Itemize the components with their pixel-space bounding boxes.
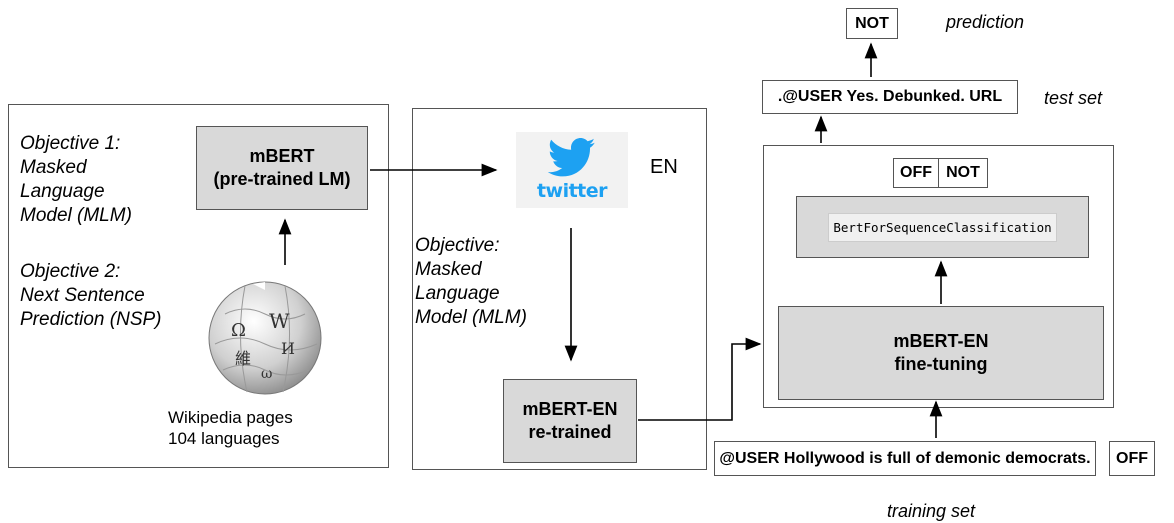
wiki-glyph-small-omega: ω [261, 366, 272, 382]
classifier-name: BertForSequenceClassification [828, 212, 1057, 242]
twitter-bird-icon [547, 138, 596, 177]
mbert-box: mBERT (pre-trained LM) [196, 126, 368, 210]
wikipedia-globe-icon: Ω W И 維 ω [208, 281, 322, 395]
wiki-glyph-cjk: 維 [235, 349, 251, 368]
retrain-objective-text: Objective: Masked Language Model (MLM) [415, 235, 527, 328]
wiki-glyph-w: W [269, 309, 290, 333]
training-label: OFF [1109, 441, 1155, 476]
objective-1-text: Objective 1: Masked Language Model (MLM) [20, 133, 132, 226]
wiki-glyph-omega: Ω [231, 320, 246, 341]
training-example: @USER Hollywood is full of demonic democ… [714, 441, 1096, 476]
wiki-glyph-i: И [281, 339, 295, 358]
prediction-caption: prediction [946, 12, 1025, 32]
test-set-caption: test set [1044, 88, 1103, 108]
prediction-label: NOT [846, 8, 898, 39]
label-off: OFF [893, 158, 939, 188]
label-not: NOT [938, 158, 988, 188]
objective-2-text: Objective 2: Next Sentence Prediction (N… [20, 261, 162, 330]
arrow-retrained-to-finetune [638, 337, 762, 421]
mbert-en-finetuning-box: mBERT-EN fine-tuning [778, 306, 1104, 400]
wikipedia-caption: Wikipedia pages 104 languages [168, 408, 293, 448]
mbert-en-retrained-box: mBERT-EN re-trained [503, 379, 637, 463]
twitter-logo: twitter [516, 132, 628, 208]
twitter-wordmark: twitter [536, 180, 608, 202]
lang-label: EN [650, 156, 678, 178]
training-set-caption: training set [887, 501, 976, 521]
classifier-box: BertForSequenceClassification [796, 196, 1089, 258]
test-example: .@USER Yes. Debunked. URL [762, 80, 1018, 114]
